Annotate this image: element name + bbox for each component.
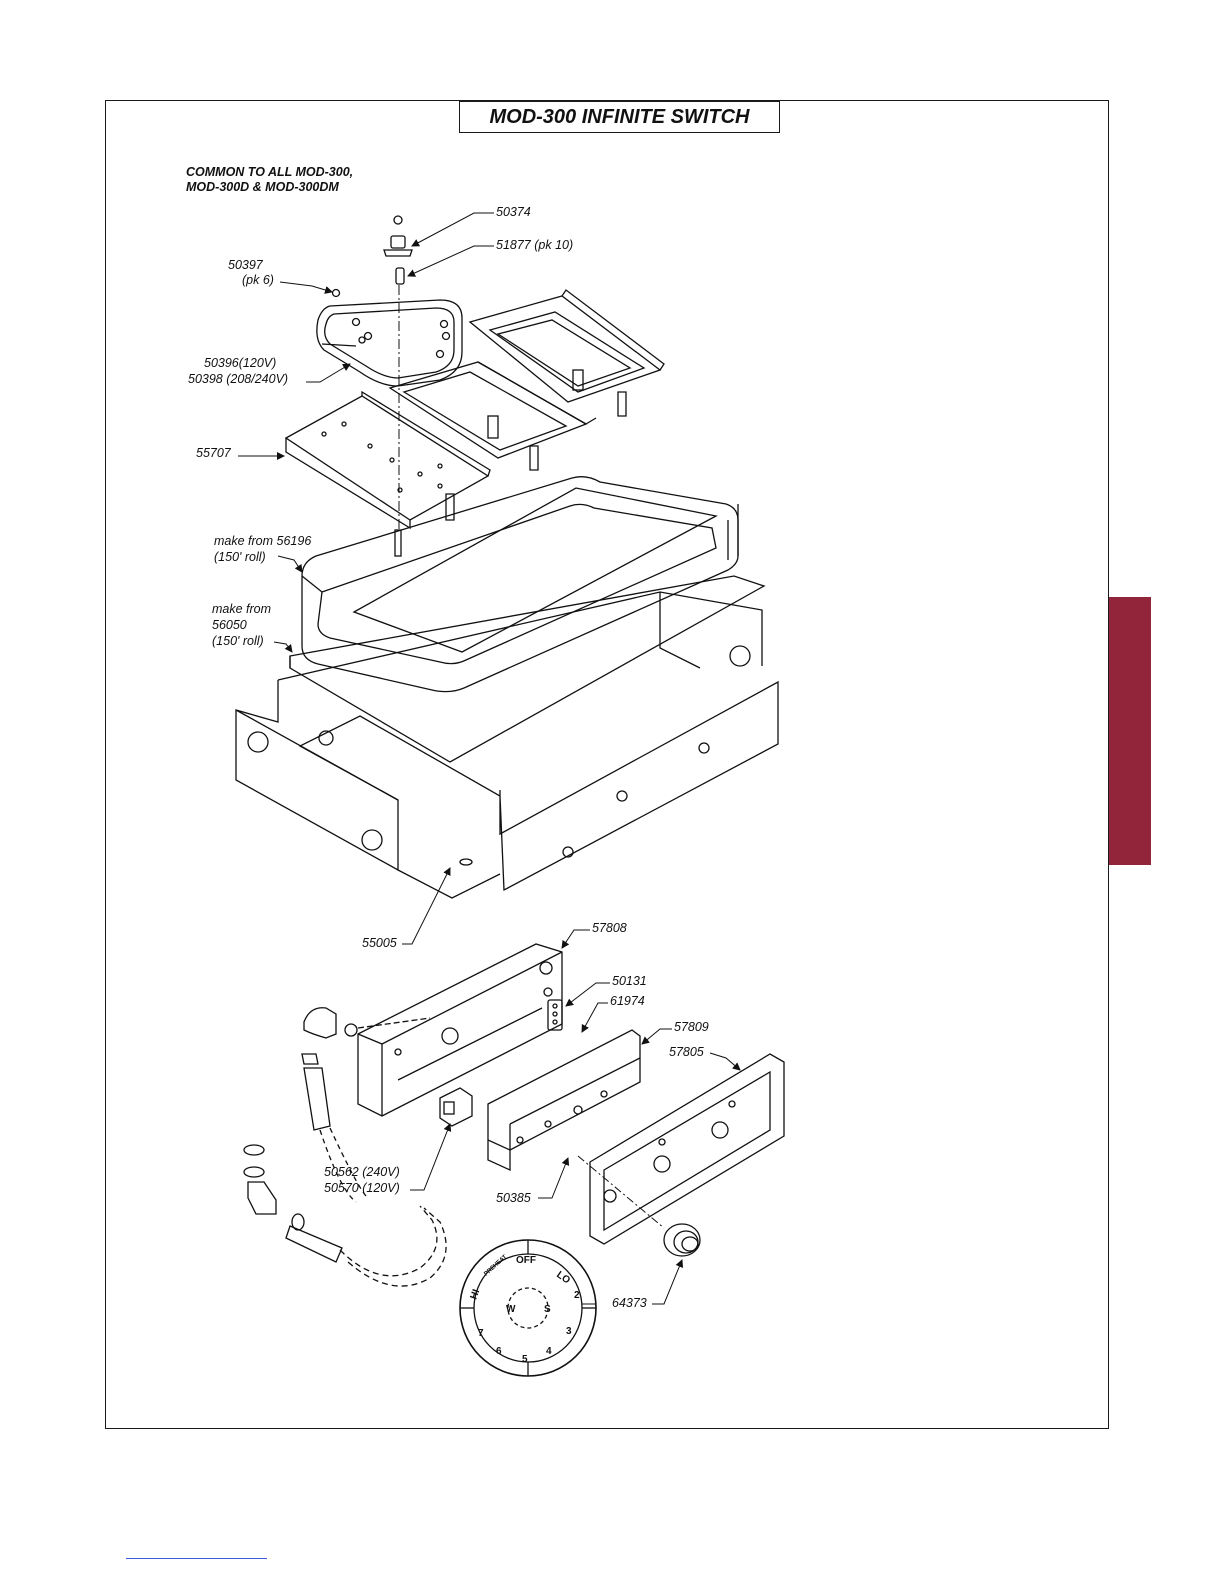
infinite-switch-50562 (440, 1088, 472, 1126)
part-label-56196-roll: (150' roll) (214, 550, 266, 565)
dial-w-label: W (506, 1304, 516, 1315)
dial-number-7: 7 (478, 1328, 484, 1339)
page-title: MOD-300 INFINITE SWITCH (489, 106, 749, 129)
part-label-61974: 61974 (610, 994, 645, 1009)
bolt (395, 530, 401, 556)
part-label-50397: 50397 (228, 258, 263, 273)
dial-number-3: 3 (566, 1326, 572, 1337)
common-note-line-2: MOD-300D & MOD-300DM (186, 180, 353, 195)
part-label-57805: 57805 (669, 1045, 704, 1060)
bracket-57809 (488, 1030, 640, 1170)
common-note-line-1: COMMON TO ALL MOD-300, (186, 165, 353, 180)
part-label-56196: make from 56196 (214, 534, 311, 549)
dial-lo-label: LO (554, 1269, 572, 1286)
title-box: MOD-300 INFINITE SWITCH (459, 101, 780, 133)
common-note: COMMON TO ALL MOD-300, MOD-300D & MOD-30… (186, 165, 353, 195)
part-label-50374: 50374 (496, 205, 531, 220)
part-label-56050-make: make from (212, 602, 271, 617)
insulation-sheet-56050 (290, 576, 764, 762)
part-label-50398: 50398 (208/240V) (188, 372, 288, 387)
part-label-50562: 50562 (240V) (324, 1165, 400, 1180)
part-label-57808: 57808 (592, 921, 627, 936)
control-box-57808 (358, 944, 562, 1116)
knob-64373 (664, 1224, 700, 1256)
pan-55707 (286, 392, 490, 528)
elbow-fitting (304, 1008, 430, 1038)
element-tray-right (470, 290, 664, 416)
part-label-50131: 50131 (612, 974, 647, 989)
part-label-57809: 57809 (674, 1020, 709, 1035)
part-label-50396: 50396(120V) (204, 356, 276, 371)
part-label-50397-pack: (pk 6) (242, 273, 274, 288)
part-label-51877: 51877 (pk 10) (496, 238, 573, 253)
front-panel-57805 (590, 1054, 784, 1244)
dial-preheat-label: PREHEAT (483, 1254, 508, 1278)
dial-number-4: 4 (546, 1346, 552, 1357)
part-label-55005: 55005 (362, 936, 397, 951)
dial-number-5: 5 (522, 1354, 528, 1365)
dial-number-6: 6 (496, 1346, 502, 1357)
dial-hi-label: HI (468, 1288, 482, 1301)
heating-element (317, 290, 462, 387)
dial-off-label: OFF (516, 1255, 536, 1266)
thermostat-50374 (384, 216, 412, 284)
part-label-50570: 50570 (120V) (324, 1181, 400, 1196)
part-label-56050-roll: (150' roll) (212, 634, 264, 649)
dial-s-label: S (544, 1304, 551, 1315)
dial-number-2: 2 (574, 1290, 580, 1301)
part-label-50385: 50385 (496, 1191, 531, 1206)
housing-55005 (236, 592, 778, 898)
part-label-56050: 56050 (212, 618, 247, 633)
part-label-55707: 55707 (196, 446, 231, 461)
part-label-64373: 64373 (612, 1296, 647, 1311)
